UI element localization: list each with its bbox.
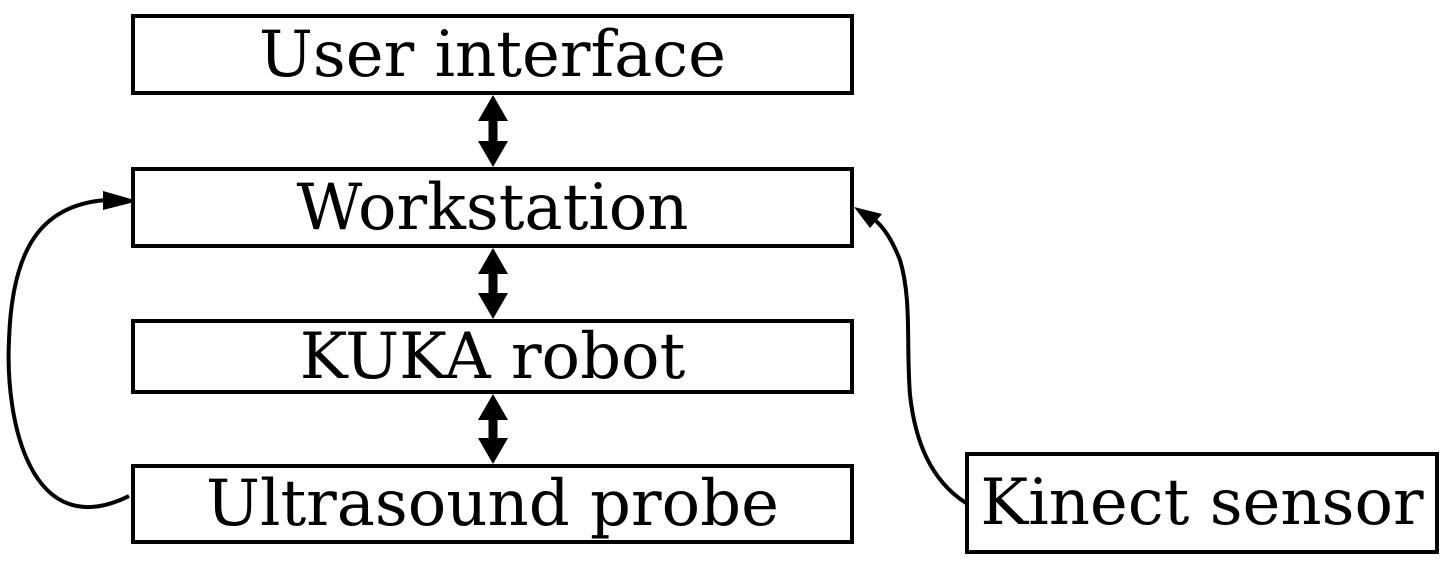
kuka-robot-node: KUKA robot	[131, 319, 854, 394]
arrow-kinect-to-workstation	[854, 207, 968, 505]
user-interface-label: User interface	[258, 17, 727, 92]
kinect-sensor-label: Kinect sensor	[980, 466, 1424, 540]
ultrasound-probe-node: Ultrasound probe	[131, 464, 854, 544]
ultrasound-probe-label: Ultrasound probe	[206, 467, 779, 541]
arrow-ui-workstation	[478, 95, 508, 167]
arrow-workstation-kuka	[478, 248, 508, 319]
user-interface-node: User interface	[131, 14, 854, 95]
arrow-probe-to-workstation	[6, 191, 138, 510]
workstation-node: Workstation	[131, 167, 854, 248]
arrow-kuka-probe	[478, 394, 508, 464]
kinect-sensor-node: Kinect sensor	[965, 452, 1439, 554]
workstation-label: Workstation	[296, 170, 689, 245]
kuka-robot-label: KUKA robot	[299, 319, 686, 394]
